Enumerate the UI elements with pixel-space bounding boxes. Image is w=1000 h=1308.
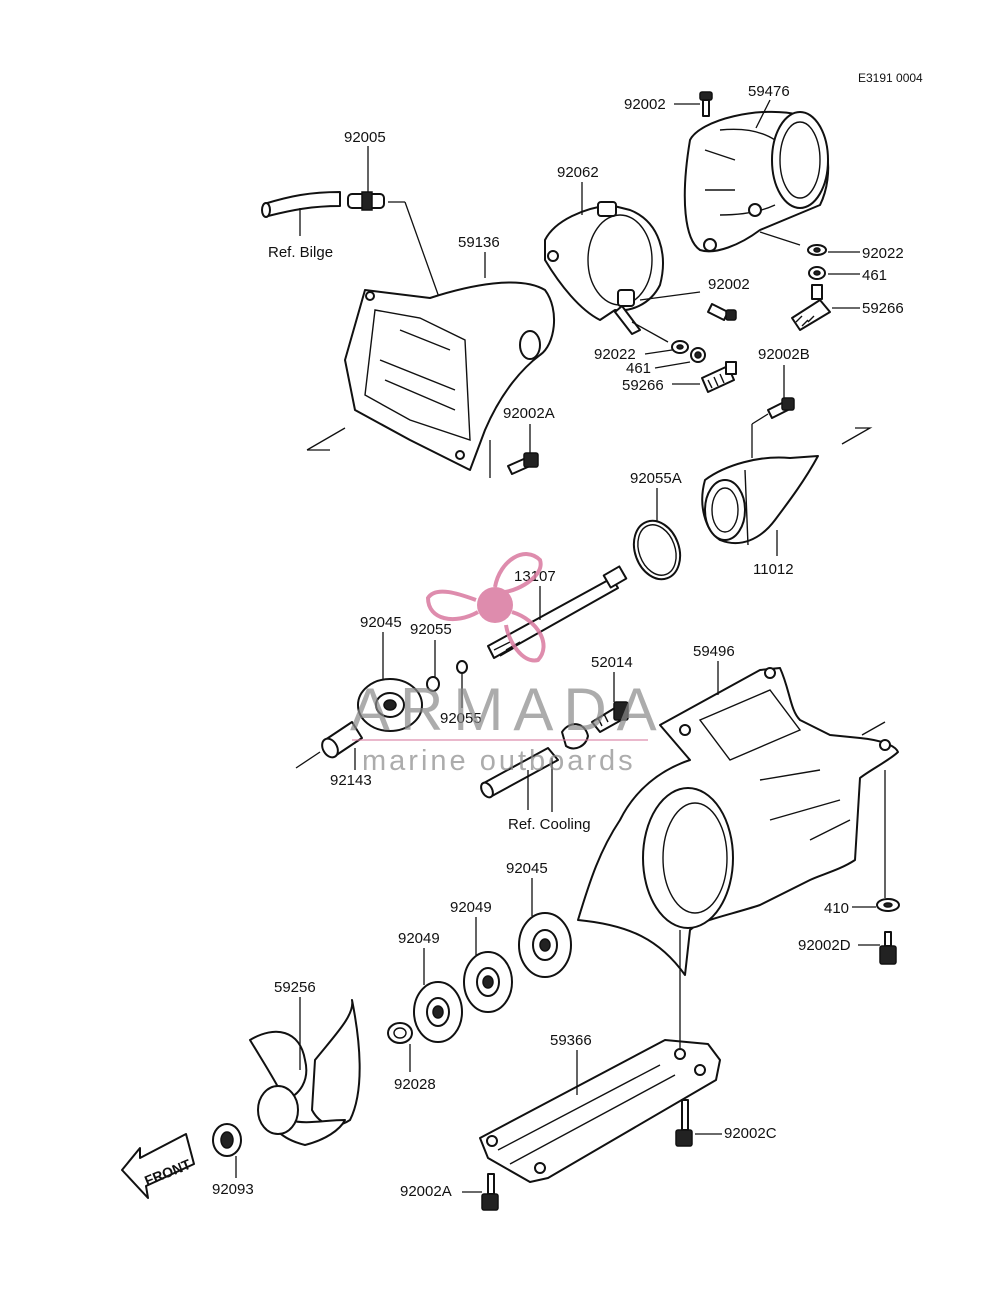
label-92002D: 92002D	[798, 937, 851, 954]
label-92002A-bottom: 92002A	[400, 1183, 452, 1200]
label-92045-mid: 92045	[506, 860, 548, 877]
seal-92093	[212, 1123, 242, 1157]
bolt-92002D	[879, 931, 897, 965]
bearing-92049-a	[463, 951, 513, 1013]
label-92002C: 92002C	[724, 1125, 777, 1142]
label-59366: 59366	[550, 1032, 592, 1049]
label-ref-cooling: Ref. Cooling	[508, 816, 591, 833]
label-92002-mid: 92002	[708, 276, 750, 293]
bolt-92002-mid	[707, 303, 737, 321]
label-92055-a: 92055	[410, 621, 452, 638]
part-59496-pump-body	[577, 667, 899, 976]
oring-92055A	[632, 519, 682, 581]
washer-92022-center	[671, 340, 689, 354]
oring-92055-b	[456, 660, 468, 674]
nut-461-center	[690, 347, 706, 363]
part-59136-pump-case	[344, 281, 556, 471]
bolt-92002A-top	[507, 452, 539, 475]
bolt-92002B	[767, 397, 795, 419]
label-59266-center: 59266	[622, 377, 664, 394]
label-92062: 92062	[557, 164, 599, 181]
label-52014: 52014	[591, 654, 633, 671]
label-410: 410	[824, 900, 849, 917]
bearing-92045-left	[357, 678, 423, 732]
label-59266-right: 59266	[862, 300, 904, 317]
bolt-92002A-bottom	[481, 1173, 499, 1211]
label-59496: 59496	[693, 643, 735, 660]
watermark-tagline: marine outboards	[362, 745, 636, 777]
oring-92055-a	[426, 676, 440, 692]
fitting-92005	[347, 191, 385, 211]
bolt-92002C	[675, 1099, 693, 1147]
front-arrow-icon	[121, 1133, 195, 1199]
cooling-fitting	[561, 723, 589, 750]
label-59476: 59476	[748, 83, 790, 100]
label-92002B: 92002B	[758, 346, 810, 363]
washer-92022-right	[807, 244, 827, 256]
watermark-brand: ARMADA	[350, 676, 667, 743]
part-59366-bracket	[479, 1039, 721, 1183]
label-92022-right: 92022	[862, 245, 904, 262]
bearing-92049-b	[413, 981, 463, 1043]
part-92062-collar	[544, 201, 664, 335]
label-92028: 92028	[394, 1076, 436, 1093]
part-13107-shaft	[487, 565, 628, 659]
fitting-59266-right	[791, 284, 831, 331]
bearing-92045-mid	[518, 912, 572, 978]
label-92143: 92143	[330, 772, 372, 789]
label-461-center: 461	[626, 360, 651, 377]
label-92045-left: 92045	[360, 614, 402, 631]
label-92049-b: 92049	[398, 930, 440, 947]
label-92022-center: 92022	[594, 346, 636, 363]
label-92002-top: 92002	[624, 96, 666, 113]
label-92005: 92005	[344, 129, 386, 146]
label-461-right: 461	[862, 267, 887, 284]
sleeve-92143	[321, 721, 363, 759]
cooling-hose	[480, 747, 559, 799]
fitting-52014	[591, 701, 629, 733]
collar-92028	[387, 1022, 413, 1044]
label-59256: 59256	[274, 979, 316, 996]
fitting-59266-center	[701, 361, 737, 393]
label-11012: 11012	[753, 561, 794, 578]
label-ref-bilge: Ref. Bilge	[268, 244, 333, 261]
washer-410	[876, 898, 900, 912]
nut-461-right	[808, 266, 826, 280]
label-92049-a: 92049	[450, 899, 492, 916]
part-59476-duct	[683, 110, 830, 253]
label-92055-b: 92055	[440, 710, 482, 727]
bolt-92002-top	[699, 91, 713, 117]
label-92093: 92093	[212, 1181, 254, 1198]
part-59256-impeller	[249, 999, 361, 1146]
propeller-icon	[425, 552, 546, 663]
diagram-code: E3191 0004	[858, 71, 923, 85]
bilge-hose	[261, 191, 341, 218]
part-11012-nozzle	[701, 455, 819, 546]
label-59136: 59136	[458, 234, 500, 251]
label-92055A: 92055A	[630, 470, 682, 487]
label-92002A-top: 92002A	[503, 405, 555, 422]
